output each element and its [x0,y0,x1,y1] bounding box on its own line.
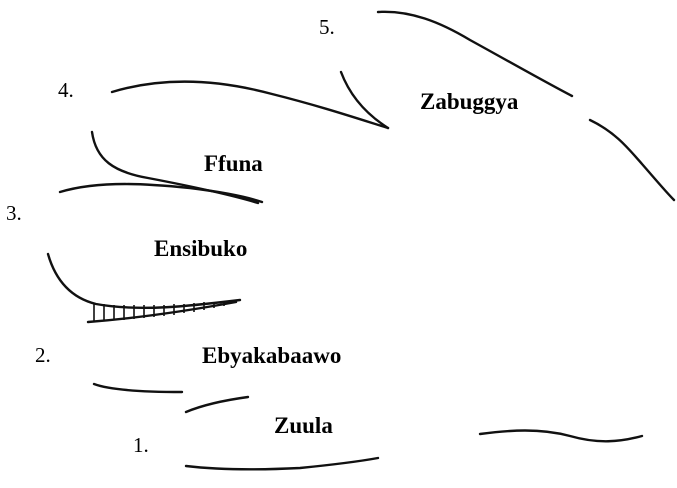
finger-5-outline [376,10,574,98]
finger-5-lower-edge [339,70,390,130]
stage-4-number: 4. [58,78,74,102]
thumb-top-edge [184,395,250,414]
stage-5-name: Zabuggya [420,89,519,114]
stage-2-name: Ebyakabaawo [202,343,342,368]
stage-2-number: 2. [35,343,51,367]
finger-3-top-edge [58,182,264,204]
palm-lower-edge [478,429,644,443]
finger-3-nail-line [86,300,238,324]
stage-3-name: Ensibuko [154,236,248,261]
stage-4-name: Ffuna [204,151,263,176]
finger-4-top-edge [110,80,390,130]
stage-5-number: 5. [319,15,335,39]
finger-3-bottom-edge [46,252,242,310]
finger-4-bottom-edge [90,130,260,205]
stage-3-number: 3. [6,201,22,225]
finger-3-nail-hatching [93,301,225,322]
stage-1-number: 1. [133,433,149,457]
stage-1-name: Zuula [274,413,333,438]
finger-2-bottom-edge [92,382,184,394]
hand-right-edge [588,118,676,202]
thumb-bottom-edge [184,456,380,471]
